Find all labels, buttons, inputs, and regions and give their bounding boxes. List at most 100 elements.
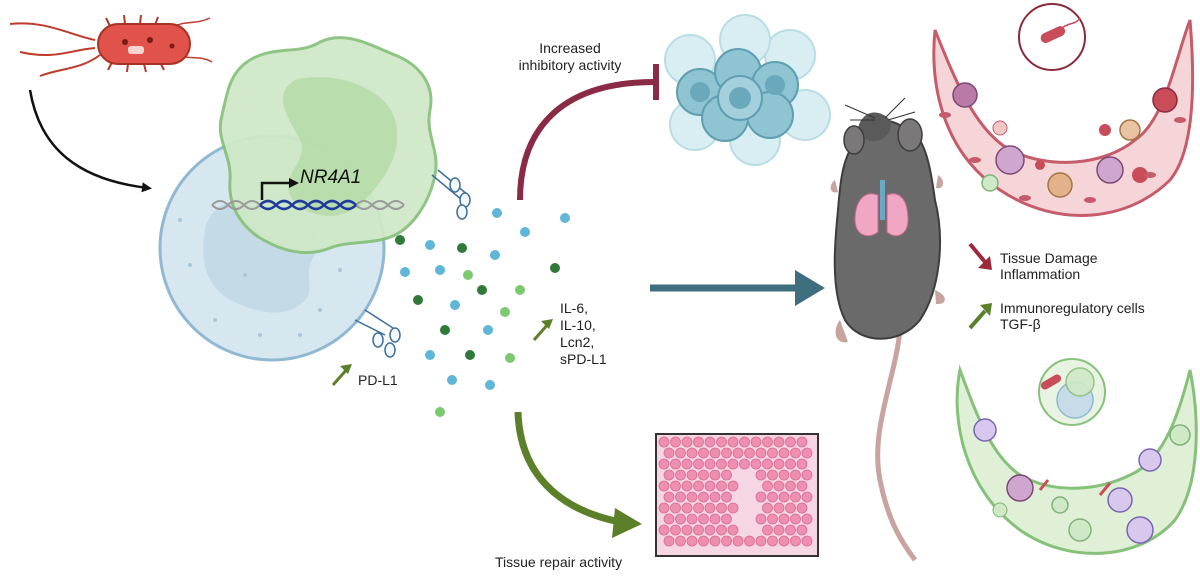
- lung-icon: [854, 180, 909, 237]
- tissue-cell: [693, 502, 704, 514]
- tissue-cell: [709, 447, 721, 459]
- cytokine-label-1: IL-6,: [560, 300, 589, 316]
- tissue-cell: [675, 513, 686, 525]
- tissue-cell: [727, 524, 739, 536]
- tissue-repair-label: Tissue repair activity: [495, 554, 623, 570]
- tissue-cell: [773, 502, 785, 514]
- inflammation-label: Inflammation: [1000, 266, 1081, 282]
- tissue-cell: [704, 458, 716, 470]
- tissue-cell: [698, 535, 709, 547]
- bacterium-icon: [9, 14, 213, 77]
- tissue-cell: [762, 436, 773, 448]
- tissue-cells-icon: [655, 433, 819, 557]
- tissue-cell: [785, 480, 796, 492]
- bacterium-zoom-icon: [1018, 3, 1086, 71]
- tissue-cell: [727, 458, 739, 470]
- tissue-cell: [755, 447, 767, 459]
- tissue-cell: [709, 513, 721, 525]
- tissue-cell: [744, 535, 755, 547]
- tissue-cell: [796, 458, 808, 470]
- tissue-cell: [755, 491, 767, 503]
- tissue-cell: [698, 469, 709, 481]
- tissue-cell: [721, 535, 732, 547]
- tissue-cell: [762, 480, 773, 492]
- increased-label-line1: Increased: [539, 40, 601, 56]
- tissue-cell: [727, 436, 739, 448]
- tissue-cell: [796, 502, 808, 514]
- tissue-cell: [716, 458, 727, 470]
- tissue-cell: [704, 502, 716, 514]
- tissue-cell: [709, 535, 721, 547]
- tissue-cell: [704, 480, 716, 492]
- tissue-cell: [686, 535, 698, 547]
- tissue-cell: [681, 502, 693, 514]
- tissue-cell: [778, 469, 790, 481]
- tissue-cell: [681, 480, 693, 492]
- tissue-cell: [721, 513, 732, 525]
- mouse-icon: [830, 97, 945, 562]
- tissue-cell: [721, 491, 732, 503]
- alveolus-icon: [955, 364, 1198, 555]
- up-arrow-icon: [331, 319, 553, 386]
- tissue-cell: [709, 491, 721, 503]
- tissue-cell: [762, 502, 773, 514]
- gene-label: NR4A1: [300, 167, 362, 188]
- tissue-cell: [778, 513, 790, 525]
- tissue-cell: [785, 458, 796, 470]
- tissue-cell: [658, 502, 670, 514]
- inhibition-arrow: [517, 79, 656, 201]
- tissue-cell: [693, 436, 704, 448]
- tissue-cell: [658, 480, 670, 492]
- tissue-cell: [796, 524, 808, 536]
- immunoregulatory-label: Immunoregulatory cells: [1000, 300, 1145, 316]
- tissue-cell: [767, 491, 778, 503]
- tissue-cell: [790, 491, 801, 503]
- tissue-cell: [762, 458, 773, 470]
- tissue-cell: [767, 513, 778, 525]
- tissue-cell: [755, 535, 767, 547]
- tissue-cell: [750, 436, 762, 448]
- cytokine-label-2: IL-10,: [560, 317, 596, 333]
- tissue-cell: [778, 491, 790, 503]
- tissue-cell: [732, 447, 744, 459]
- dna-icon: [211, 178, 405, 211]
- tissue-cell: [785, 502, 796, 514]
- tissue-cell: [750, 458, 762, 470]
- increased-label-line2: inhibitory activity: [518, 57, 622, 73]
- tissue-cell: [663, 535, 675, 547]
- tissue-cell: [767, 447, 778, 459]
- tissue-cell: [675, 447, 686, 459]
- tgf-beta-label: TGF-β: [1000, 316, 1041, 332]
- tissue-cell: [767, 535, 778, 547]
- tissue-cell: [675, 469, 686, 481]
- tissue-cell: [716, 524, 727, 536]
- tissue-cell: [801, 513, 813, 525]
- repair-arrow: [514, 411, 621, 526]
- tissue-cell: [670, 524, 681, 536]
- tissue-cell: [739, 436, 750, 448]
- tissue-cell: [796, 436, 808, 448]
- tissue-cell: [755, 469, 767, 481]
- tissue-cell: [721, 469, 732, 481]
- tissue-cell: [658, 458, 670, 470]
- tissue-cell: [709, 469, 721, 481]
- tissue-cell: [681, 458, 693, 470]
- tissue-cell: [681, 436, 693, 448]
- tissue-damage-label: Tissue Damage: [1000, 250, 1098, 266]
- tissue-cell: [773, 524, 785, 536]
- tissue-cell: [785, 436, 796, 448]
- tissue-cell: [773, 436, 785, 448]
- neutrophil-icon: [218, 36, 438, 255]
- tissue-cell: [663, 447, 675, 459]
- tissue-cell: [663, 513, 675, 525]
- tissue-cell: [686, 491, 698, 503]
- tissue-cell: [704, 436, 716, 448]
- tissue-cell: [778, 535, 790, 547]
- cytokine-label-3: Lcn2,: [560, 334, 595, 350]
- tissue-cell: [755, 513, 767, 525]
- tissue-cell: [670, 436, 681, 448]
- tissue-cell: [686, 513, 698, 525]
- tissue-cell: [801, 447, 813, 459]
- tissue-cell: [670, 458, 681, 470]
